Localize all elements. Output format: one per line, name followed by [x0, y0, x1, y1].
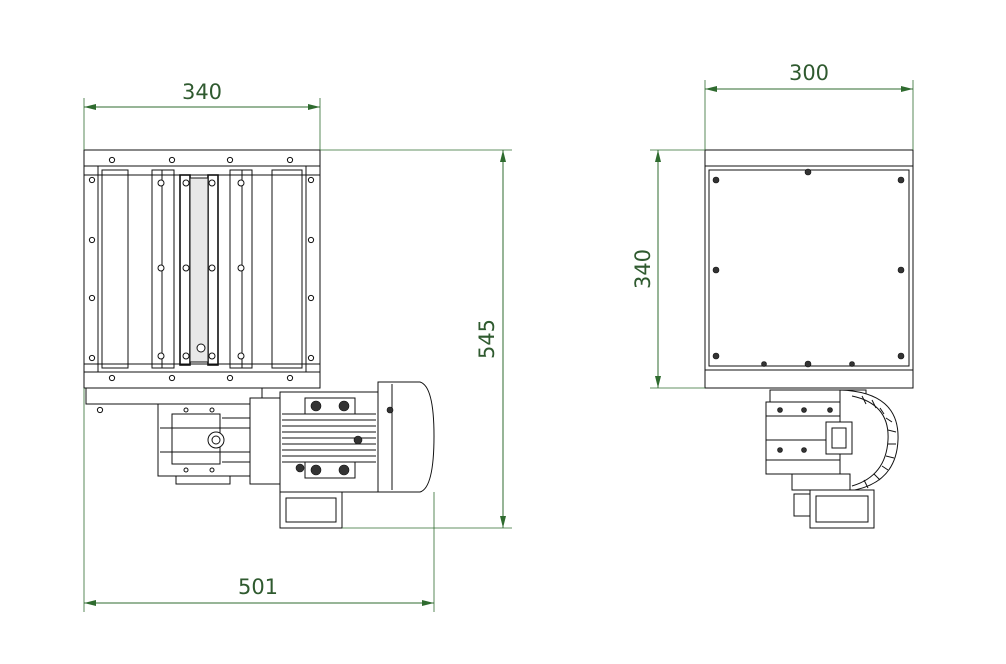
front-bottom-flange — [83, 371, 321, 389]
front-top-flange — [83, 149, 321, 167]
dim-front-width: 340 — [83, 80, 321, 150]
front-mount-plate — [85, 387, 263, 405]
dim-side-width: 300 — [704, 61, 914, 150]
side-housing-bolts — [712, 168, 905, 368]
dim-front-width-label: 340 — [182, 80, 222, 104]
front-view — [83, 149, 435, 529]
front-vanes — [101, 169, 303, 369]
side-view — [704, 149, 914, 529]
dim-side-height: 340 — [631, 149, 705, 389]
front-gearbox — [157, 403, 255, 485]
dim-front-height: 545 — [320, 149, 512, 529]
dim-side-width-label: 300 — [789, 61, 829, 85]
side-top-flange — [704, 149, 914, 167]
front-side-bolts — [88, 176, 315, 362]
side-drive — [765, 389, 899, 529]
front-bottom-flange-bolts — [108, 374, 294, 382]
dim-side-height-label: 340 — [631, 249, 655, 289]
dimensions: 340 501 545 300 — [83, 61, 914, 612]
front-vane-bolts — [157, 179, 245, 360]
side-housing — [704, 165, 914, 371]
dim-front-height-label: 545 — [475, 319, 499, 359]
side-bottom-flange — [704, 369, 914, 389]
front-motor — [249, 381, 435, 529]
dim-front-total-width-label: 501 — [238, 575, 278, 599]
front-top-flange-bolts — [108, 156, 294, 164]
dim-front-total-width: 501 — [83, 388, 435, 612]
